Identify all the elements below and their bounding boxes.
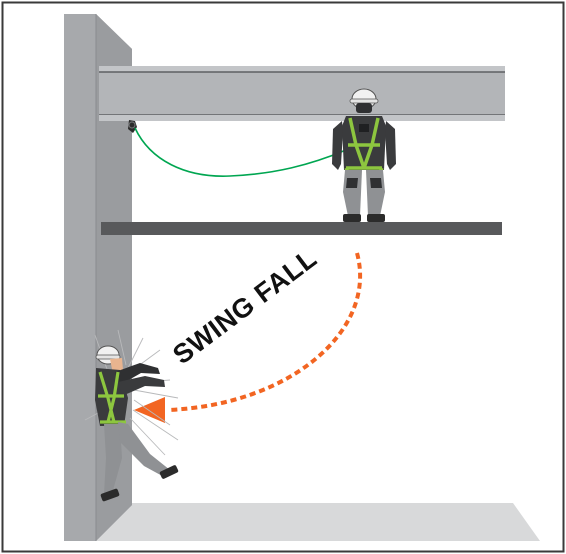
work-platform xyxy=(101,222,502,235)
falling-worker xyxy=(95,345,179,502)
standing-worker xyxy=(332,88,396,222)
lanyard-line xyxy=(134,127,347,177)
ground-floor xyxy=(85,503,540,541)
swing-arc-path xyxy=(167,252,363,412)
steel-i-beam xyxy=(99,66,505,121)
anchor-icon xyxy=(128,120,137,133)
